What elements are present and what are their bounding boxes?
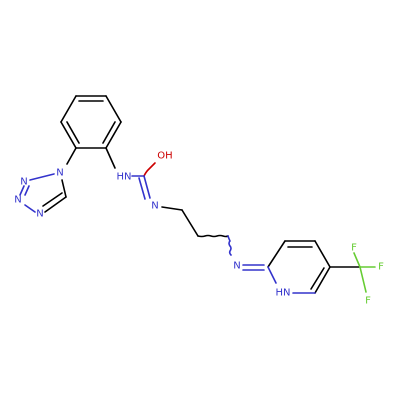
atom-label-f: F (365, 296, 371, 307)
atom-label-n: N (36, 209, 43, 220)
bond (138, 177, 146, 200)
bond (105, 121, 122, 149)
propyl-chain (161, 206, 232, 256)
urea-group (131, 162, 156, 200)
bond (60, 121, 77, 149)
bond (61, 179, 67, 198)
pyridine-ring (267, 240, 331, 294)
bond (314, 266, 331, 294)
bond (105, 147, 116, 169)
atom-label-f: F (351, 243, 357, 254)
atom-label-n: N (233, 261, 240, 272)
atom-label-nh: HN (276, 288, 291, 299)
bond (181, 209, 199, 237)
bond (359, 266, 367, 293)
bond (60, 95, 77, 123)
bond (267, 240, 286, 268)
bond (143, 175, 151, 199)
bond (42, 192, 63, 207)
atom-label-oh: OH (157, 151, 172, 162)
atom-labels: N N N N HN OH N N HN F F F (14, 151, 384, 307)
bond (24, 204, 36, 213)
trifluoromethyl-group (329, 252, 376, 293)
atom-label-n: N (14, 195, 21, 206)
atom-label-n: N (20, 177, 27, 188)
wavy-bond (227, 235, 232, 256)
bond (24, 185, 30, 196)
bond (161, 206, 183, 211)
atom-label-nh: HN (117, 172, 132, 183)
bond (105, 95, 122, 123)
atom-label-n: N (151, 201, 158, 212)
bond (267, 266, 277, 284)
bond (314, 240, 331, 268)
atom-label-n: N (56, 168, 63, 179)
bond (44, 196, 67, 213)
atom-label-f: F (378, 262, 384, 273)
wavy-bond (197, 234, 229, 238)
bond (19, 185, 25, 196)
bond (310, 267, 325, 290)
wavy-bond (143, 162, 156, 177)
bond (29, 173, 55, 181)
bond (102, 121, 116, 144)
bond (353, 252, 361, 268)
tetrazole-ring (19, 173, 67, 213)
bond (66, 147, 77, 165)
bond (66, 121, 80, 144)
phenyl-ring (60, 95, 122, 149)
